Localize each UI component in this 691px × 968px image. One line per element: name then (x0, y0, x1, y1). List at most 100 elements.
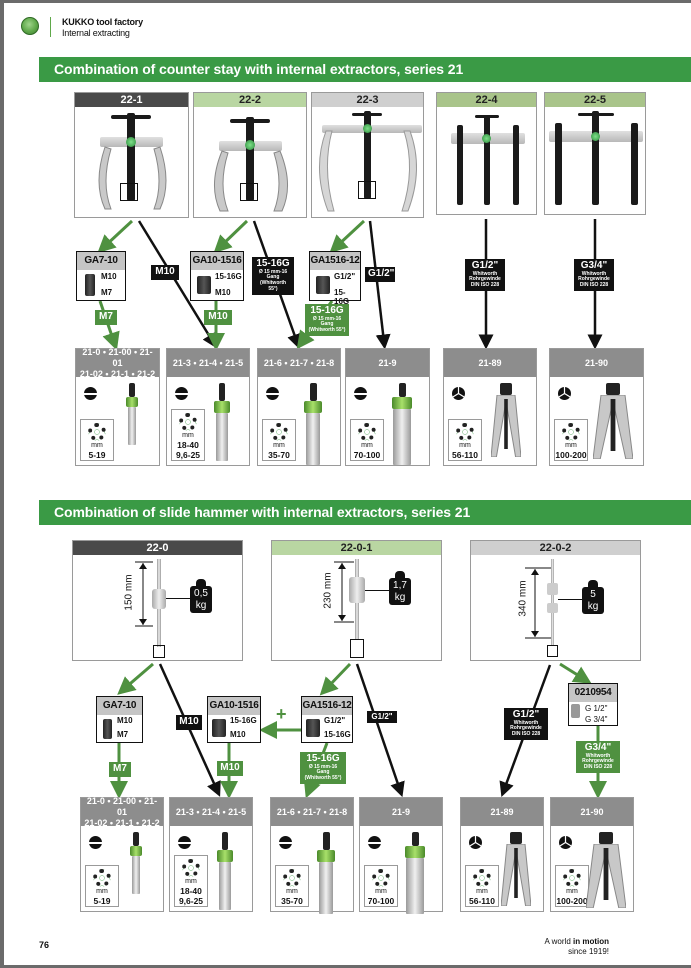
weight-unit: kg (394, 592, 406, 603)
extractor-image (551, 798, 635, 913)
thread-label-g12: G1/2" (365, 267, 395, 282)
range-value: 35-70 (281, 896, 303, 906)
range-unit: mm (286, 888, 298, 895)
hammer-length: 340 mm (517, 580, 529, 617)
codes-line1: 21-89 (478, 357, 502, 368)
adapter-icon (85, 274, 95, 296)
range-value: 18-40 (180, 886, 202, 896)
page-number: 76 (39, 940, 50, 950)
codes-line1: 21-3 • 21-4 • 21-5 (172, 357, 244, 368)
label-line2: Rohrgewinde (510, 725, 542, 732)
tool-card-22-1: 22-1 (74, 92, 189, 218)
codes-line1: 21-6 • 21-7 • 21-8 (263, 357, 335, 368)
thread-label-g12-whitworth: G1/2" Whitworth Rohrgewinde DIN ISO 228 (465, 259, 505, 291)
extractor-codes: 21-3 • 21-4 • 21-5 (167, 349, 249, 377)
extractor-codes: 21-9 (346, 349, 429, 377)
adapter-code: GA1516-12 (302, 697, 352, 715)
weight-value: 1,7 (393, 580, 407, 591)
green-nut (245, 140, 255, 150)
codes-line1: 21-0 • 21-00 • 21-01 (86, 795, 158, 817)
adapter-code: GA10-1516 (208, 697, 260, 715)
arrow-22-0-to-ga7-10 (117, 662, 154, 695)
three-jaw-icon (452, 387, 465, 400)
label-line1: Ø 15 mm-16 Gang (312, 315, 342, 328)
t-handle (111, 115, 151, 119)
range-value: 70-100 (353, 450, 381, 460)
adapter-top-thread: 15-16G (215, 272, 242, 281)
label-line1: Ø 15 mm-16 Gang (258, 268, 288, 281)
range-value: 5-19 (88, 450, 106, 460)
tool-code: 22-1 (75, 93, 188, 107)
adapter-ga7-10: GA7-10 M10 M7 (76, 251, 126, 301)
range-value: 35-70 (268, 450, 290, 460)
codes-line1: 21-3 • 21-4 • 21-5 (175, 806, 247, 817)
weight-leader (558, 599, 582, 600)
label-line2: (Whitworth 55°) (308, 327, 346, 333)
label-line2: Rohrgewinde (582, 758, 614, 765)
label-line1: Whitworth (513, 719, 539, 726)
codes-line1: 21-89 (490, 806, 514, 817)
extractor-image (360, 798, 444, 914)
thread-highlight (350, 639, 364, 658)
spindle (592, 111, 599, 205)
tool-code: 22-5 (545, 93, 645, 107)
range-value: 18-40 (177, 440, 199, 450)
length-dimension (135, 561, 153, 627)
range-unit: mm (565, 442, 577, 449)
tool-card-22-3: 22-3 (311, 92, 424, 218)
adapter-icon (571, 704, 580, 718)
t-handle (352, 113, 382, 116)
label-title: 15-16G (256, 258, 290, 269)
label-line2: Rohrgewinde (578, 276, 610, 283)
puller-crossbar (322, 125, 422, 133)
label-line1: Ø 15 mm-16 Gang (308, 763, 338, 776)
range-value: 56-110 (469, 896, 495, 906)
bearing-icon (372, 869, 390, 887)
hammer-weight-slider (152, 589, 166, 609)
range-unit: mm (459, 442, 471, 449)
adapter-icon (197, 276, 211, 294)
t-handle (578, 113, 614, 116)
adapter-top-thread: M10 (101, 272, 117, 281)
range-value: 56-110 (452, 450, 478, 460)
leg-left (457, 125, 463, 205)
green-nut (591, 132, 600, 141)
adapter-code: GA7-10 (77, 252, 125, 270)
t-handle (475, 115, 499, 118)
thread-label-15-16g-green: 15-16G Ø 15 mm-16 Gang (Whitworth 55°) (300, 752, 346, 784)
adapter-top-thread: G1/2" (334, 272, 356, 281)
hammer-weight-slider (349, 577, 365, 603)
adapter-icon (212, 719, 226, 737)
adapter-code: 0210954 (569, 684, 617, 702)
tool-card-22-2: 22-2 (193, 92, 307, 218)
range-value: 100-200 (555, 450, 587, 460)
thread-label-15-16g-green: 15-16G Ø 15 mm-16 Gang (Whitworth 55°) (305, 304, 349, 336)
bearing-icon (179, 413, 197, 431)
extractor-codes: 21-89 (444, 349, 536, 377)
spindle (127, 113, 135, 201)
weight-leader (166, 598, 190, 599)
adapter-ga1516-12: GA1516-12 G1/2" 15-16G (301, 696, 353, 743)
leg-right (513, 125, 519, 205)
thread-label-g12-whitworth: G1/2" Whitworth Rohrgewinde DIN ISO 228 (504, 708, 548, 740)
tool-card-22-4: 22-4 (436, 92, 537, 215)
extractor-image (550, 349, 645, 467)
bearing-icon (270, 423, 288, 441)
tool-code: 22-2 (194, 93, 306, 107)
thread-highlight (358, 181, 376, 199)
green-nut (363, 124, 372, 133)
thread-label-g34-whitworth: G3/4" Whitworth Rohrgewinde DIN ISO 228 (574, 259, 614, 291)
